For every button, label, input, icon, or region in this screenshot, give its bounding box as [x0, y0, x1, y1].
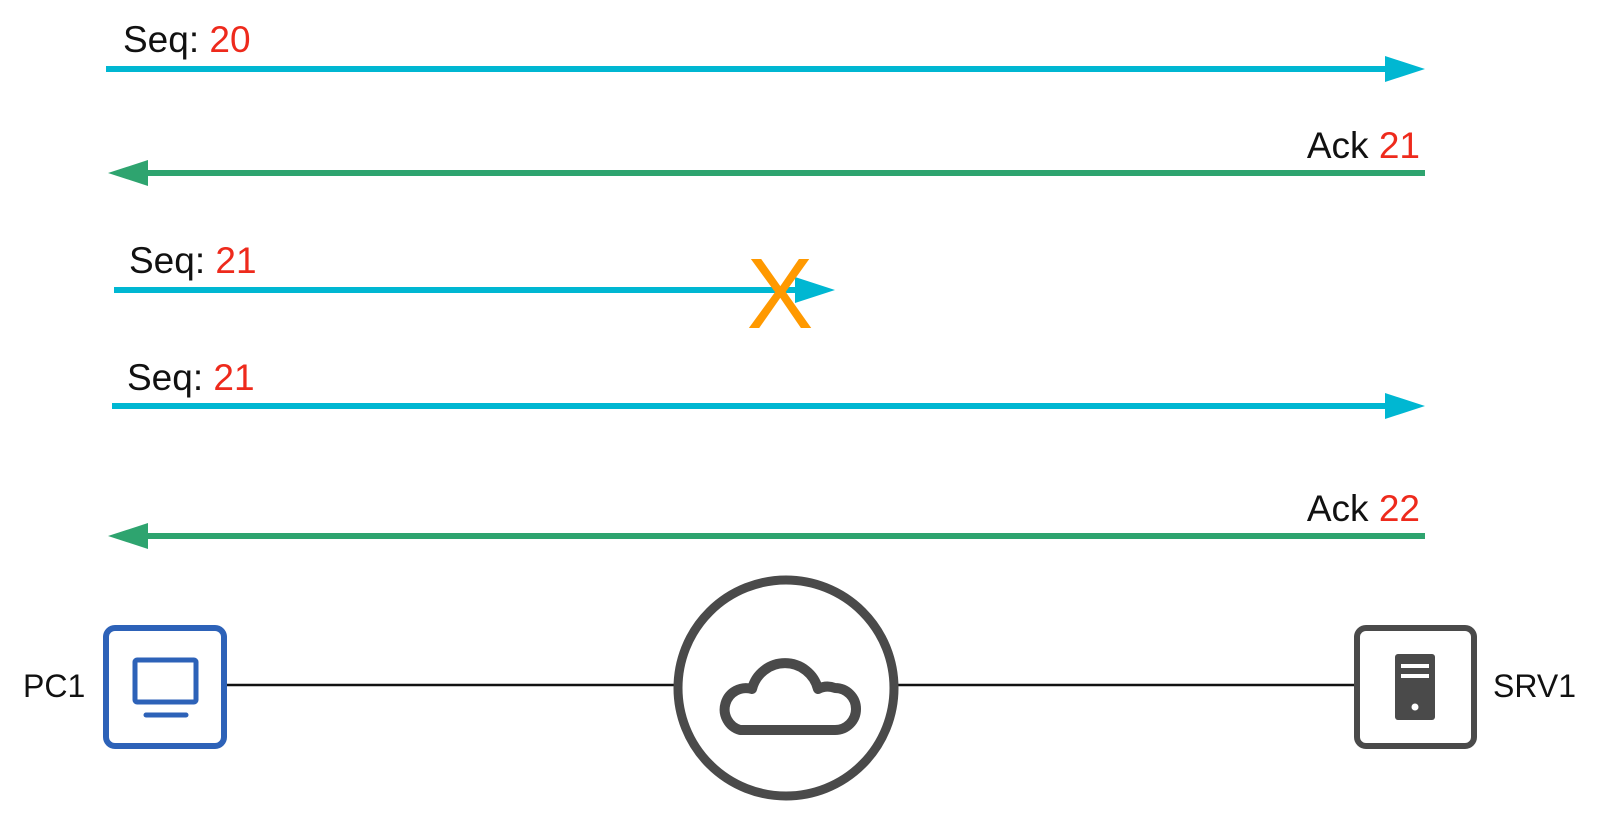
arrowhead-right [795, 277, 835, 303]
ack-value: 22 [1379, 488, 1420, 529]
svg-text:Ack 21: Ack 21 [1307, 125, 1420, 166]
arrowhead-right [1385, 393, 1425, 419]
message-seq-20: Seq: 20 [106, 19, 1425, 82]
seq-label: Seq: [129, 240, 215, 281]
message-seq-21-retransmit: Seq: 21 [112, 357, 1425, 419]
seq-label: Seq: [127, 357, 213, 398]
lost-packet-x-icon: X [747, 238, 814, 350]
pc1-label: PC1 [23, 668, 85, 704]
network-cloud [673, 575, 899, 801]
seq-value: 21 [215, 240, 256, 281]
ack-label: Ack [1307, 125, 1379, 166]
message-ack-21: Ack 21 [108, 125, 1425, 186]
ack-label: Ack [1307, 488, 1379, 529]
svg-text:Ack 22: Ack 22 [1307, 488, 1420, 529]
message-ack-22: Ack 22 [108, 488, 1425, 549]
srv1-label: SRV1 [1493, 668, 1576, 704]
cloud-icon [719, 658, 861, 735]
ack-value: 21 [1379, 125, 1420, 166]
seq-label: Seq: [123, 19, 209, 60]
seq-value: 20 [209, 19, 250, 60]
arrowhead-left [108, 160, 148, 186]
svg-text:Seq: 21: Seq: 21 [129, 240, 257, 281]
srv1-device[interactable] [1354, 625, 1477, 749]
svg-text:Seq: 21: Seq: 21 [127, 357, 255, 398]
svg-text:Seq: 20: Seq: 20 [123, 19, 251, 60]
server-icon [1395, 654, 1435, 720]
message-seq-21-lost: Seq: 21 X [114, 238, 835, 350]
pc1-device[interactable] [103, 625, 227, 749]
arrowhead-left [108, 523, 148, 549]
pc-icon [132, 657, 199, 718]
seq-value: 21 [213, 357, 254, 398]
pc-icon-frame [103, 625, 227, 749]
arrowhead-right [1385, 56, 1425, 82]
